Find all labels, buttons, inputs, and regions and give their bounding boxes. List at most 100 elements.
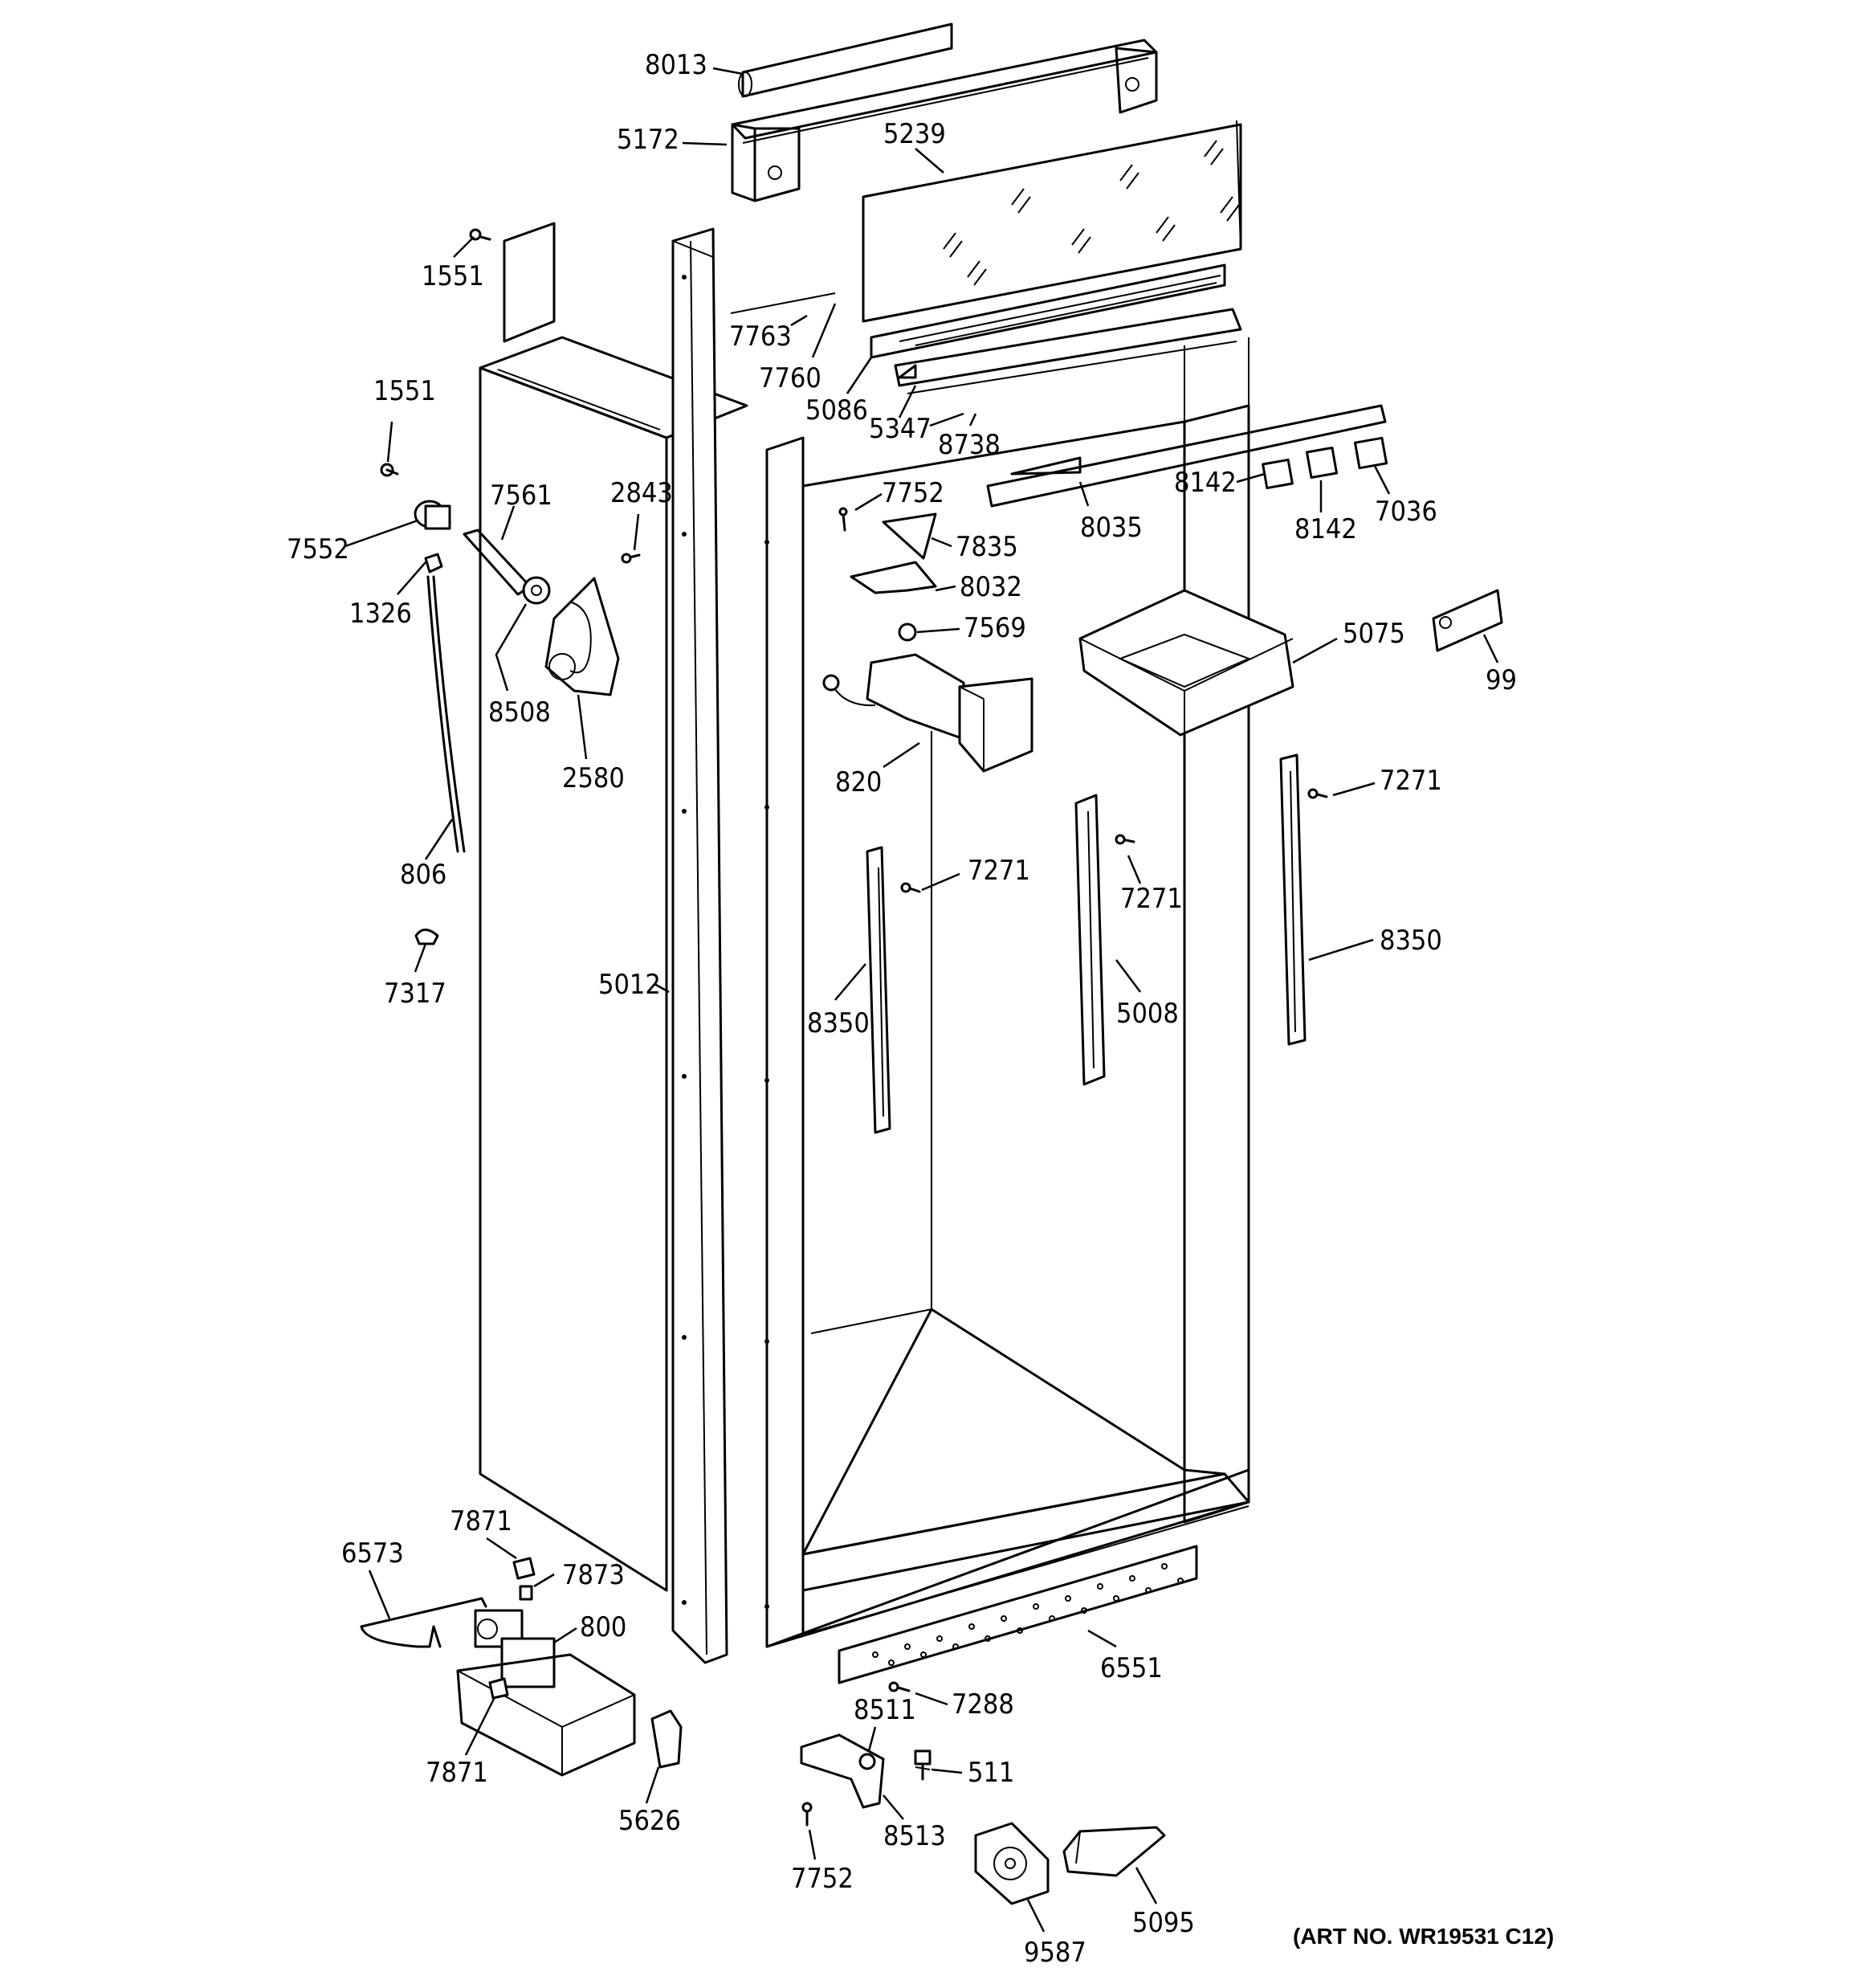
callout-5095: 5095 — [1132, 1907, 1195, 1939]
leader-lines — [344, 67, 1499, 1933]
callout-8142-a: 8142 — [1174, 467, 1237, 499]
top-trim-8013 — [738, 22, 953, 98]
nameplate-99 — [1432, 589, 1503, 652]
bolt-511 — [914, 1749, 932, 1781]
clip-7036 — [1353, 436, 1388, 470]
callout-806: 806 — [400, 859, 446, 891]
callout-7036: 7036 — [1375, 496, 1437, 528]
callout-99: 99 — [1486, 664, 1517, 696]
callout-8511: 8511 — [854, 1694, 916, 1726]
front-mullion-5012 — [671, 227, 769, 1664]
callout-7873: 7873 — [562, 1559, 625, 1591]
screw-7271-c — [1307, 788, 1328, 799]
nut-7569 — [898, 623, 917, 642]
fitting-7552 — [414, 500, 451, 530]
callout-8513: 8513 — [883, 1820, 946, 1852]
callout-7552: 7552 — [287, 533, 349, 565]
callout-9587: 9587 — [1024, 1937, 1086, 1969]
tube-806 — [426, 575, 466, 853]
callout-8035: 8035 — [1080, 512, 1143, 544]
callout-1326: 1326 — [349, 598, 412, 630]
callout-7317: 7317 — [384, 978, 446, 1010]
shelf-ladder-5008 — [1074, 794, 1106, 1086]
rail-8035 — [986, 404, 1387, 508]
callout-7752-bottom: 7752 — [791, 1863, 854, 1895]
callout-7835: 7835 — [956, 531, 1018, 563]
callout-5172: 5172 — [617, 124, 679, 156]
callout-8013: 8013 — [645, 49, 707, 81]
ice-bin-5075 — [1078, 589, 1294, 737]
callout-7271-b: 7271 — [1120, 883, 1183, 915]
callout-5626: 5626 — [618, 1805, 681, 1837]
screw-1551 — [380, 463, 399, 477]
bracket-7835 — [882, 512, 937, 560]
callout-8350-left: 8350 — [807, 1007, 870, 1039]
callout-511: 511 — [968, 1757, 1014, 1789]
hinge-8513 — [800, 1733, 885, 1809]
callout-6573: 6573 — [341, 1537, 404, 1570]
clip-8142 — [1262, 458, 1294, 490]
callout-8508: 8508 — [488, 696, 551, 729]
callout-7561: 7561 — [490, 480, 552, 512]
wiring-2580 — [544, 577, 620, 696]
icemaker-820 — [822, 653, 1033, 773]
clip-7317 — [414, 929, 439, 945]
screw-2843 — [621, 553, 641, 564]
shelf-ladder-8350-left — [866, 846, 891, 1134]
fan-bracket-5095 — [1062, 1826, 1166, 1877]
callout-7569: 7569 — [964, 612, 1026, 644]
bracket-8032 — [850, 561, 937, 594]
callout-7763: 7763 — [729, 320, 792, 353]
callout-7271-a: 7271 — [968, 855, 1030, 887]
tube-7561 — [463, 529, 532, 596]
screw-1551-top — [469, 228, 491, 241]
callout-800: 800 — [580, 1611, 626, 1643]
callout-8350-right: 8350 — [1380, 925, 1442, 957]
screw-7271-b — [1115, 834, 1135, 845]
callout-8738: 8738 — [938, 429, 1001, 461]
callout-5012: 5012 — [598, 969, 661, 1001]
callout-6551: 6551 — [1100, 1652, 1163, 1684]
hinge-pin-8511 — [858, 1753, 876, 1770]
screw-7752-top — [838, 507, 848, 532]
bracket-5626 — [650, 1709, 683, 1769]
screw-7752-bottom — [801, 1802, 813, 1827]
callout-7752-top: 7752 — [882, 477, 944, 509]
cabinet-case — [479, 222, 1250, 1648]
fan-9587 — [974, 1822, 1050, 1905]
light-shield-5347 — [894, 308, 1242, 394]
clip-8142b — [1305, 446, 1339, 480]
grommet-8508 — [522, 576, 551, 605]
art-number: (ART NO. WR19531 C12) — [1293, 1924, 1554, 1949]
glass-panel-5239 — [862, 120, 1242, 323]
fitting-7873 — [519, 1585, 533, 1601]
callout-2580: 2580 — [562, 762, 625, 794]
callout-8032: 8032 — [960, 571, 1022, 603]
vent-strip-5086 — [870, 263, 1226, 359]
callout-5075: 5075 — [1343, 618, 1405, 650]
callout-5086: 5086 — [805, 394, 868, 427]
callout-2843: 2843 — [610, 477, 673, 509]
callout-5239: 5239 — [883, 118, 946, 150]
callout-820: 820 — [835, 766, 882, 798]
callout-1551: 1551 — [373, 375, 436, 407]
callout-7871-bottom: 7871 — [426, 1757, 488, 1789]
callout-7288: 7288 — [952, 1688, 1014, 1721]
callout-1551-top: 1551 — [422, 260, 484, 292]
water-valve-800 — [474, 1609, 556, 1688]
callout-7760: 7760 — [759, 362, 821, 394]
callout-7271-c: 7271 — [1380, 765, 1442, 797]
tube-6573 — [360, 1597, 487, 1648]
screw-7288 — [888, 1681, 911, 1692]
valve-bracket — [456, 1653, 636, 1777]
grille-6551 — [838, 1545, 1198, 1684]
screw-7271-a — [900, 882, 921, 893]
shelf-ladder-8350-right — [1279, 753, 1307, 1046]
nut-7871-top — [512, 1557, 536, 1580]
callout-7871-top: 7871 — [450, 1505, 512, 1537]
top-rail-5172 — [731, 39, 1158, 202]
nut-7871-bottom — [488, 1677, 509, 1700]
callout-5347: 5347 — [869, 413, 932, 445]
callout-5008: 5008 — [1116, 998, 1179, 1030]
